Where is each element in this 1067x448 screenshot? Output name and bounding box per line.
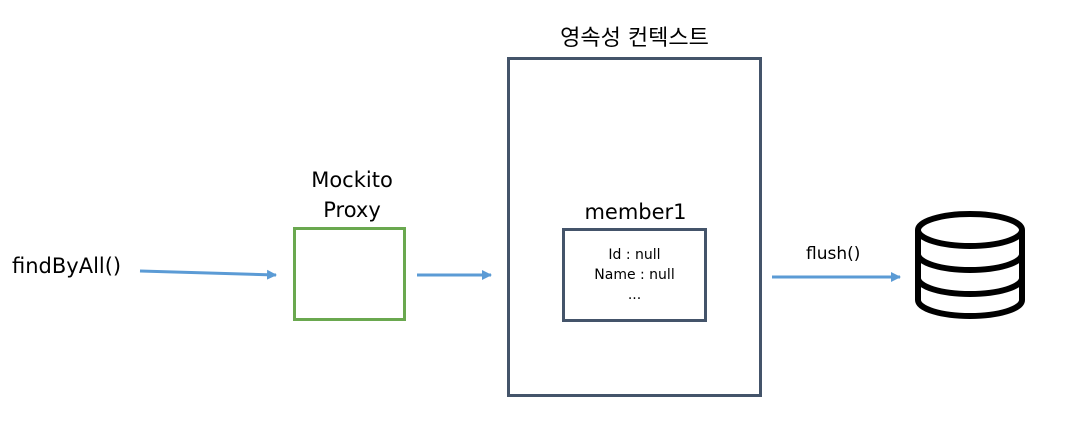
entity-box: Id : null Name : null ... (562, 228, 707, 322)
entity-title: member1 (584, 200, 687, 224)
proxy-label: Mockito Proxy (293, 165, 411, 225)
persistence-context-title: 영속성 컨텍스트 (560, 26, 709, 51)
proxy-label-line2: Proxy (323, 198, 381, 222)
arrow-input-to-proxy (139, 269, 277, 280)
database-icon (915, 211, 1025, 319)
flush-label: flush() (806, 244, 861, 264)
entity-field-more: ... (627, 287, 642, 303)
proxy-box (293, 227, 406, 321)
proxy-label-line1: Mockito (311, 168, 393, 192)
entity-field-id: Id : null (608, 247, 661, 263)
persistence-context-box (507, 57, 762, 397)
find-by-all-label: findByAll() (12, 254, 122, 278)
entity-field-name: Name : null (594, 267, 675, 283)
